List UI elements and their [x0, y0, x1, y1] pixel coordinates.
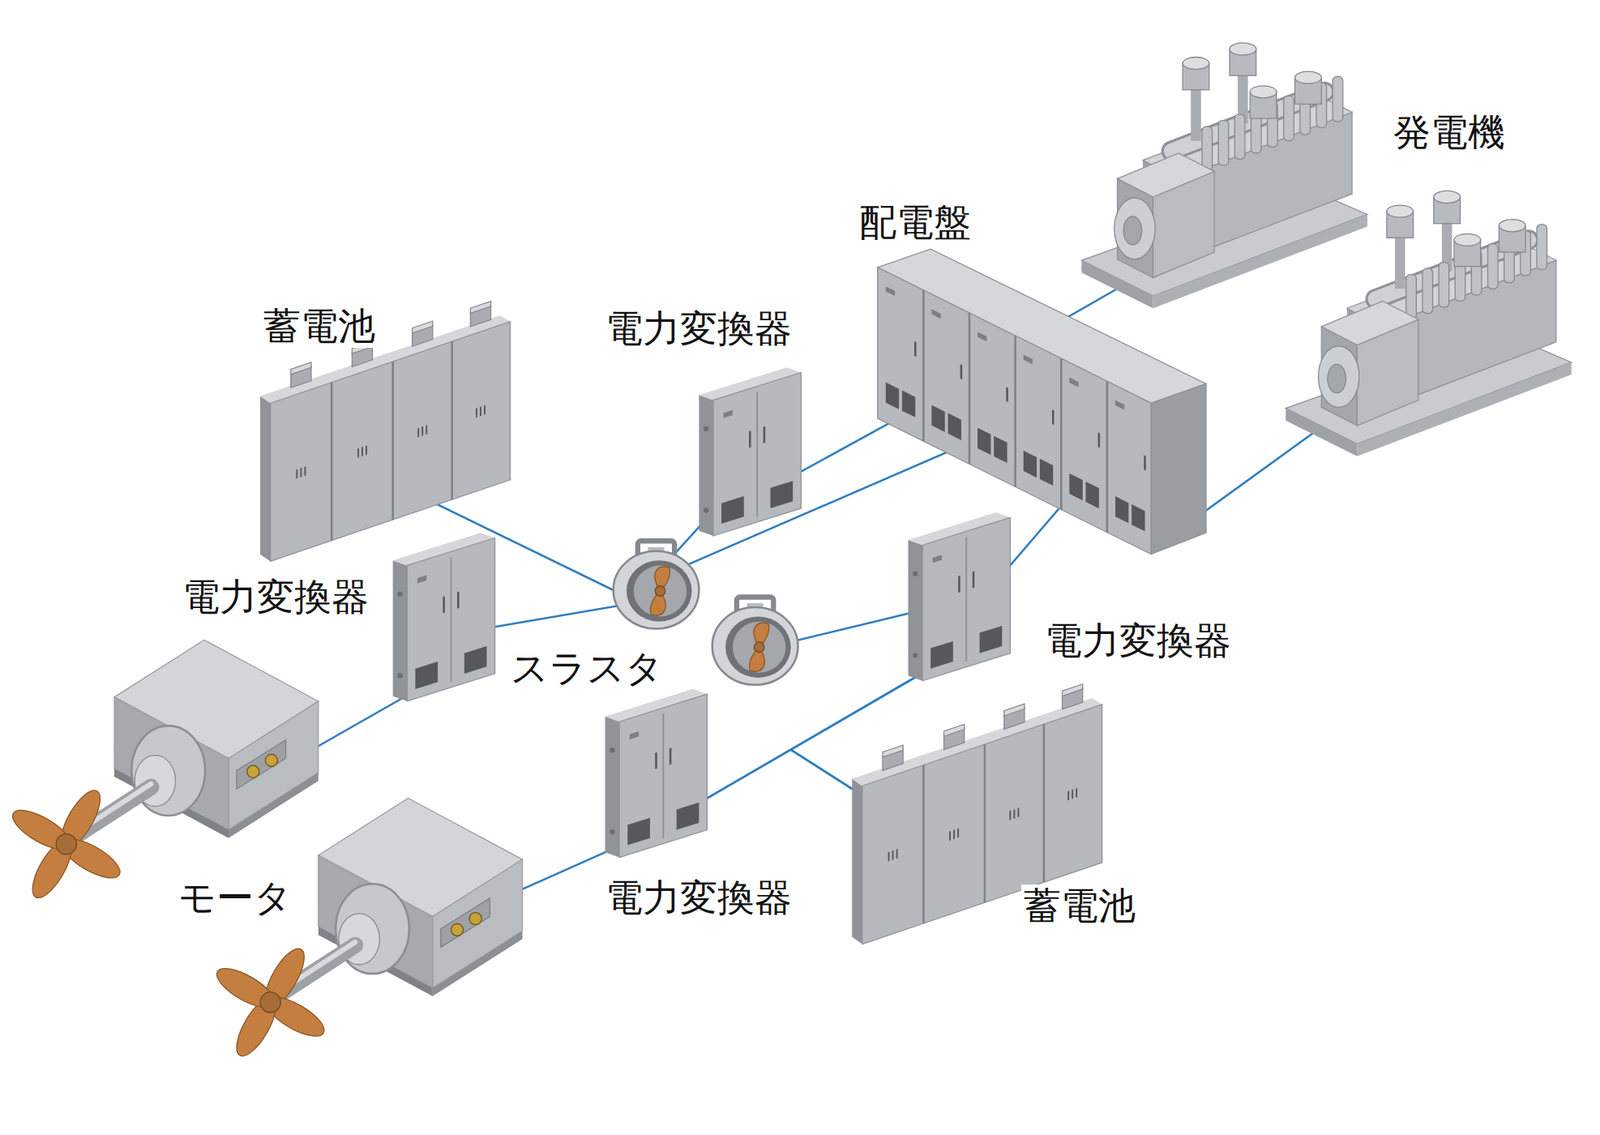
component-label: モータ [175, 876, 295, 920]
label-holder: 電力変換器 [179, 575, 372, 619]
power-cable [785, 611, 913, 643]
generator-illustration [1285, 190, 1572, 456]
motor-illustration [211, 798, 523, 1062]
equipment-node: 電力変換器 [397, 566, 490, 679]
switchboard-front [877, 267, 1151, 555]
thruster-illustration [712, 597, 799, 685]
switchboard-end [1150, 383, 1207, 554]
equipment-node: 蓄電池 [867, 795, 1092, 858]
equipment-node: 発電機 [1081, 40, 1577, 454]
label-holder: 電力変換器 [1042, 619, 1234, 663]
component-label: 発電機 [1390, 111, 1508, 155]
equipment-node: 蓄電池 [275, 408, 501, 471]
power-cable [795, 418, 899, 475]
label-holder: 蓄電池 [260, 304, 378, 348]
power-cable [509, 826, 617, 899]
label-holder: 蓄電池 [1021, 884, 1138, 928]
power-cable [701, 749, 868, 802]
battery-illustration [260, 294, 510, 561]
generator-illustration [1081, 42, 1368, 309]
component-label: 電力変換器 [179, 575, 372, 619]
component-label: スラスタ [508, 646, 666, 690]
power-cable [489, 603, 628, 628]
converter-illustration [393, 532, 496, 702]
label-holder: スラスタ [508, 646, 666, 690]
component-label: 電力変換器 [603, 876, 795, 920]
door-handle [915, 342, 1145, 471]
equipment-node: スラスタ [627, 566, 786, 664]
label-holder: 電力変換器 [603, 307, 795, 351]
name-plate [885, 286, 1126, 410]
equipment-node: 配電盤 [898, 306, 1185, 501]
equipment-node: 電力変換器 [704, 397, 796, 510]
equipment-node: 電力変換器 [913, 551, 1006, 664]
label-holder: モータ [175, 876, 295, 920]
vent [885, 382, 1146, 532]
equipment-node: モータ [153, 714, 511, 919]
label-holder: 配電盤 [856, 201, 974, 244]
component-label: 蓄電池 [1021, 884, 1138, 928]
power-cable [1005, 500, 1066, 572]
equipment-node: 電力変換器 [610, 724, 702, 827]
label-holder: 電力変換器 [603, 876, 795, 920]
component-label: 電力変換器 [1042, 619, 1234, 663]
converter-illustration [698, 367, 801, 536]
label-holder: 発電機 [1390, 111, 1508, 155]
converter-illustration [605, 688, 708, 858]
converter-illustration [907, 512, 1010, 681]
motor-illustration [7, 639, 319, 903]
component-label: 配電盤 [856, 201, 974, 244]
component-label: 蓄電池 [260, 304, 378, 348]
component-label: 電力変換器 [603, 307, 795, 351]
thruster-illustration [613, 540, 700, 629]
